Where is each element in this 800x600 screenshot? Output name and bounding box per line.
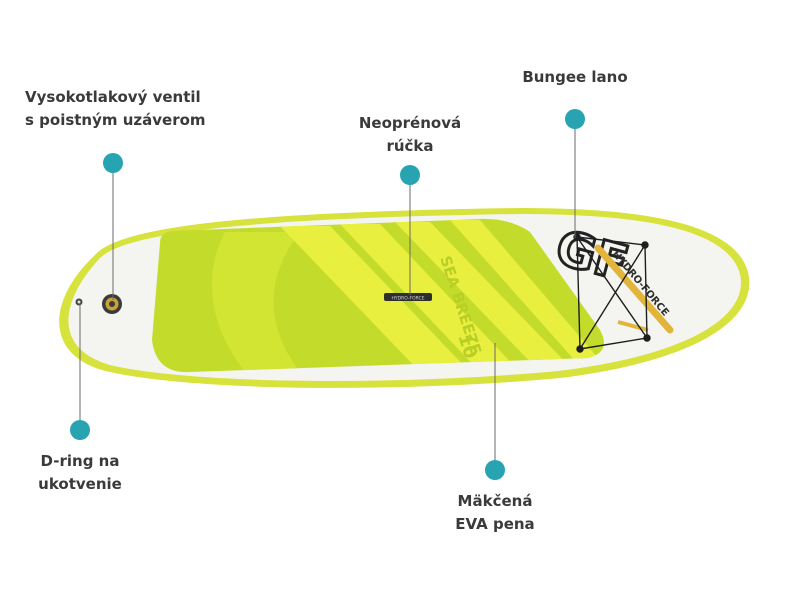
d-ring bbox=[75, 298, 83, 306]
paddleboard: SEA BREEZE 10 HYDRO-FORCE GF bbox=[59, 208, 750, 388]
bungee-cord bbox=[573, 233, 651, 353]
valve bbox=[102, 294, 122, 314]
bungee-label: Bungee lano bbox=[505, 66, 645, 89]
handle-label-line2: rúčka bbox=[386, 137, 434, 155]
traction-pad: SEA BREEZE 10 bbox=[152, 218, 604, 373]
dring-label-line1: D-ring na bbox=[40, 452, 120, 470]
eva-marker bbox=[485, 460, 505, 480]
valve-label-line1: Vysokotlakový ventil bbox=[25, 88, 201, 106]
valve-marker bbox=[103, 153, 123, 173]
eva-label-line2: EVA pena bbox=[455, 515, 535, 533]
markers bbox=[70, 109, 585, 480]
handle-marker bbox=[400, 165, 420, 185]
dring-label: D-ring na ukotvenie bbox=[20, 450, 140, 496]
bungee-marker bbox=[565, 109, 585, 129]
neoprene-handle: HYDRO-FORCE bbox=[384, 293, 432, 302]
handle-label-line1: Neoprénová bbox=[358, 114, 462, 132]
bungee-label-line1: Bungee lano bbox=[522, 68, 628, 86]
eva-label: Mäkčená EVA pena bbox=[430, 490, 560, 536]
handle-text: HYDRO-FORCE bbox=[391, 296, 424, 302]
dring-label-line2: ukotvenie bbox=[38, 475, 122, 493]
valve-label-line2: s poistným uzáverom bbox=[25, 111, 206, 129]
dring-marker bbox=[70, 420, 90, 440]
leader-lines bbox=[79, 119, 576, 470]
handle-label: Neoprénová rúčka bbox=[340, 112, 480, 158]
eva-label-line1: Mäkčená bbox=[457, 492, 533, 510]
valve-label: Vysokotlakový ventil s poistným uzáverom bbox=[25, 86, 206, 132]
